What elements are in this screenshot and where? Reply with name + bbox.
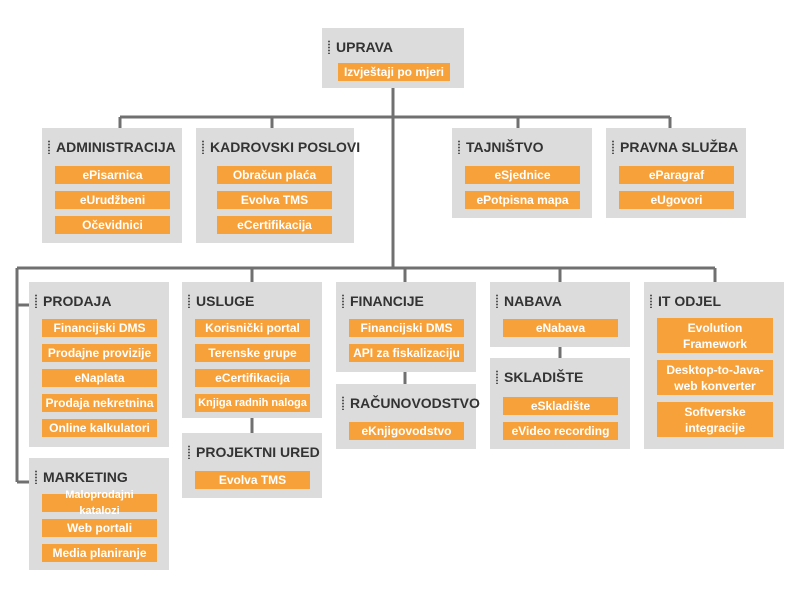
module-item: Terenske grupe — [195, 344, 310, 362]
module-item: eUrudžbeni — [55, 191, 170, 209]
dept-marketing: MARKETING Maloprodajni katalozi Web port… — [29, 458, 169, 570]
dots-icon — [496, 370, 498, 384]
module-item: eNaplata — [42, 369, 157, 387]
dept-title: ADMINISTRACIJA — [56, 139, 176, 155]
module-item: eSkladište — [503, 397, 618, 415]
dept-title: UPRAVA — [336, 39, 394, 55]
dept-pravna-sluzba: PRAVNA SLUŽBA eParagraf eUgovori — [606, 128, 746, 218]
dept-title: PRODAJA — [43, 293, 112, 309]
dept-title: KADROVSKI POSLOVI — [210, 139, 361, 155]
module-item: eSjednice — [465, 166, 580, 184]
dots-icon — [342, 396, 344, 410]
dots-icon — [612, 140, 614, 154]
module-item: Financijski DMS — [42, 319, 157, 337]
module-item: Evolva TMS — [195, 471, 310, 489]
module-item: Media planiranje — [42, 544, 157, 562]
dots-icon — [650, 294, 652, 308]
module-item: eKnjigovodstvo — [349, 422, 464, 440]
module-item: Knjiga radnih naloga — [195, 394, 310, 412]
dept-kadrovski-poslovi: KADROVSKI POSLOVI Obračun plaća Evolva T… — [196, 128, 360, 243]
module-item: Očevidnici — [55, 216, 170, 234]
dots-icon — [342, 294, 344, 308]
module-item: Evolution Framework — [657, 318, 773, 353]
dept-uprava: UPRAVA Izvještaji po mjeri — [322, 28, 464, 88]
dots-icon — [328, 40, 330, 54]
module-item: eCertifikacija — [195, 369, 310, 387]
module-item: API za fiskalizaciju — [349, 344, 464, 362]
dept-title: PROJEKTNI URED — [196, 444, 320, 460]
dept-skladiste: SKLADIŠTE eSkladište eVideo recording — [490, 358, 630, 449]
dots-icon — [35, 470, 37, 484]
dots-icon — [496, 294, 498, 308]
dept-title: FINANCIJE — [350, 293, 424, 309]
module-item: Desktop-to-Java- web konverter — [657, 360, 773, 395]
dots-icon — [48, 140, 50, 154]
dots-icon — [458, 140, 460, 154]
dept-tajnistvo: TAJNIŠTVO eSjednice ePotpisna mapa — [452, 128, 592, 218]
dept-title: MARKETING — [43, 469, 128, 485]
dept-racunovodstvo: RAČUNOVODSTVO eKnjigovodstvo — [336, 384, 480, 449]
dept-title: NABAVA — [504, 293, 562, 309]
dept-projektni-ured: PROJEKTNI URED Evolva TMS — [182, 433, 322, 498]
module-item: Izvještaji po mjeri — [338, 63, 450, 81]
dept-usluge: USLUGE Korisnički portal Terenske grupe … — [182, 282, 322, 418]
module-item: Web portali — [42, 519, 157, 537]
dots-icon — [188, 445, 190, 459]
module-item: Evolva TMS — [217, 191, 332, 209]
dept-nabava: NABAVA eNabava — [490, 282, 630, 347]
dept-title: SKLADIŠTE — [504, 369, 584, 385]
module-item: Online kalkulatori — [42, 419, 157, 437]
dots-icon — [188, 294, 190, 308]
module-item: Financijski DMS — [349, 319, 464, 337]
dept-financije: FINANCIJE Financijski DMS API za fiskali… — [336, 282, 476, 372]
module-item: eCertifikacija — [217, 216, 332, 234]
module-item: eUgovori — [619, 191, 734, 209]
module-item: Prodajne provizije — [42, 344, 157, 362]
dept-title: USLUGE — [196, 293, 255, 309]
module-item: ePisarnica — [55, 166, 170, 184]
module-item: Prodaja nekretnina — [42, 394, 157, 412]
module-item: Korisnički portal — [195, 319, 310, 337]
module-item: eParagraf — [619, 166, 734, 184]
dept-prodaja: PRODAJA Financijski DMS Prodajne provizi… — [29, 282, 169, 447]
dept-title: RAČUNOVODSTVO — [350, 395, 480, 411]
module-item: eVideo recording — [503, 422, 618, 440]
dept-administracija: ADMINISTRACIJA ePisarnica eUrudžbeni Oče… — [42, 128, 182, 243]
dots-icon — [202, 140, 204, 154]
module-item: eNabava — [503, 319, 618, 337]
module-item: Maloprodajni katalozi — [42, 489, 157, 517]
module-item: Softverske integracije — [657, 402, 773, 437]
dept-title: TAJNIŠTVO — [466, 139, 544, 155]
module-item: Obračun plaća — [217, 166, 332, 184]
module-item: ePotpisna mapa — [465, 191, 580, 209]
dept-title: IT ODJEL — [658, 293, 722, 309]
dept-title: PRAVNA SLUŽBA — [620, 139, 739, 155]
dept-it-odjel: IT ODJEL Evolution Framework Desktop-to-… — [644, 282, 784, 449]
dots-icon — [35, 294, 37, 308]
